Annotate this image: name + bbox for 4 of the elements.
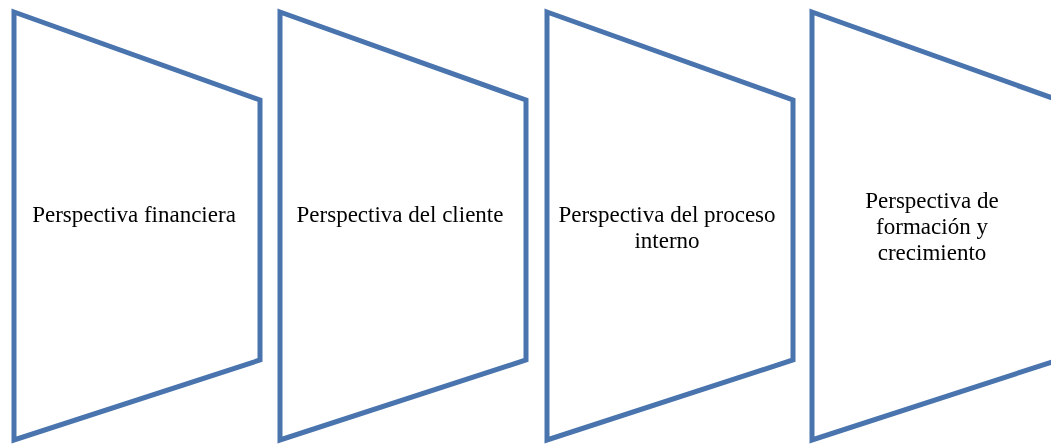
panel-text: Perspectiva del cliente bbox=[295, 202, 505, 228]
panel-text: Perspectiva financiera bbox=[31, 202, 237, 228]
panel-text: Perspectiva del proceso interno bbox=[557, 202, 777, 254]
panel-text: Perspectiva de formación y crecimiento bbox=[864, 188, 1000, 266]
